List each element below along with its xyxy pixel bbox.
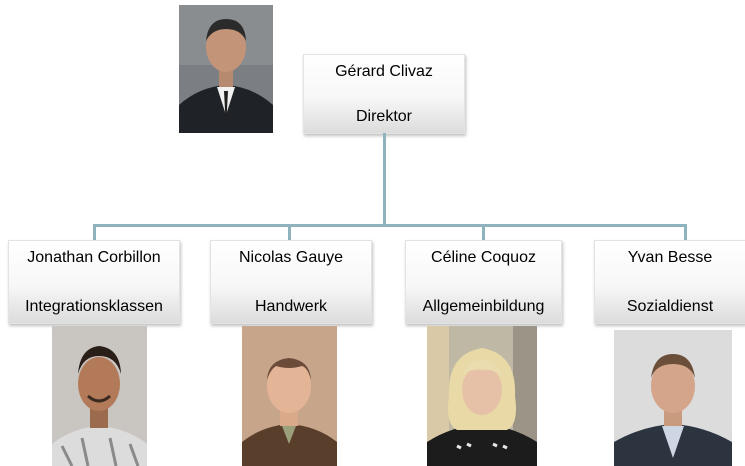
staff-photo-1 bbox=[52, 326, 147, 466]
staff-photo-4 bbox=[614, 330, 732, 466]
connector-drop-2 bbox=[288, 224, 291, 241]
staff-box-4: Yvan Besse Sozialdienst bbox=[594, 240, 745, 324]
connector-drop-4 bbox=[684, 224, 687, 241]
staff-name: Céline Coquoz bbox=[431, 249, 536, 266]
staff-role: Handwerk bbox=[254, 298, 328, 315]
connector-vertical-main bbox=[383, 133, 386, 225]
director-box: Gérard Clivaz Direktor bbox=[303, 54, 465, 134]
staff-box-1: Jonathan Corbillon Integrationsklassen bbox=[8, 240, 180, 324]
staff-name: Yvan Besse bbox=[627, 249, 713, 266]
staff-box-3: Céline Coquoz Allgemeinbildung bbox=[405, 240, 562, 324]
staff-photo-3 bbox=[427, 326, 537, 466]
staff-role: Allgemeinbildung bbox=[422, 298, 545, 315]
staff-role: Integrationsklassen bbox=[25, 298, 163, 315]
connector-drop-3 bbox=[482, 224, 485, 241]
staff-role: Sozialdienst bbox=[626, 298, 714, 315]
connector-horizontal bbox=[93, 224, 687, 227]
staff-name: Jonathan Corbillon bbox=[27, 249, 161, 266]
connector-drop-1 bbox=[93, 224, 96, 241]
staff-box-2: Nicolas Gauye Handwerk bbox=[210, 240, 372, 324]
staff-name: Nicolas Gauye bbox=[238, 249, 344, 266]
director-photo bbox=[179, 5, 273, 133]
director-role: Direktor bbox=[355, 108, 412, 125]
director-name: Gérard Clivaz bbox=[335, 63, 433, 80]
staff-photo-2 bbox=[242, 326, 337, 466]
